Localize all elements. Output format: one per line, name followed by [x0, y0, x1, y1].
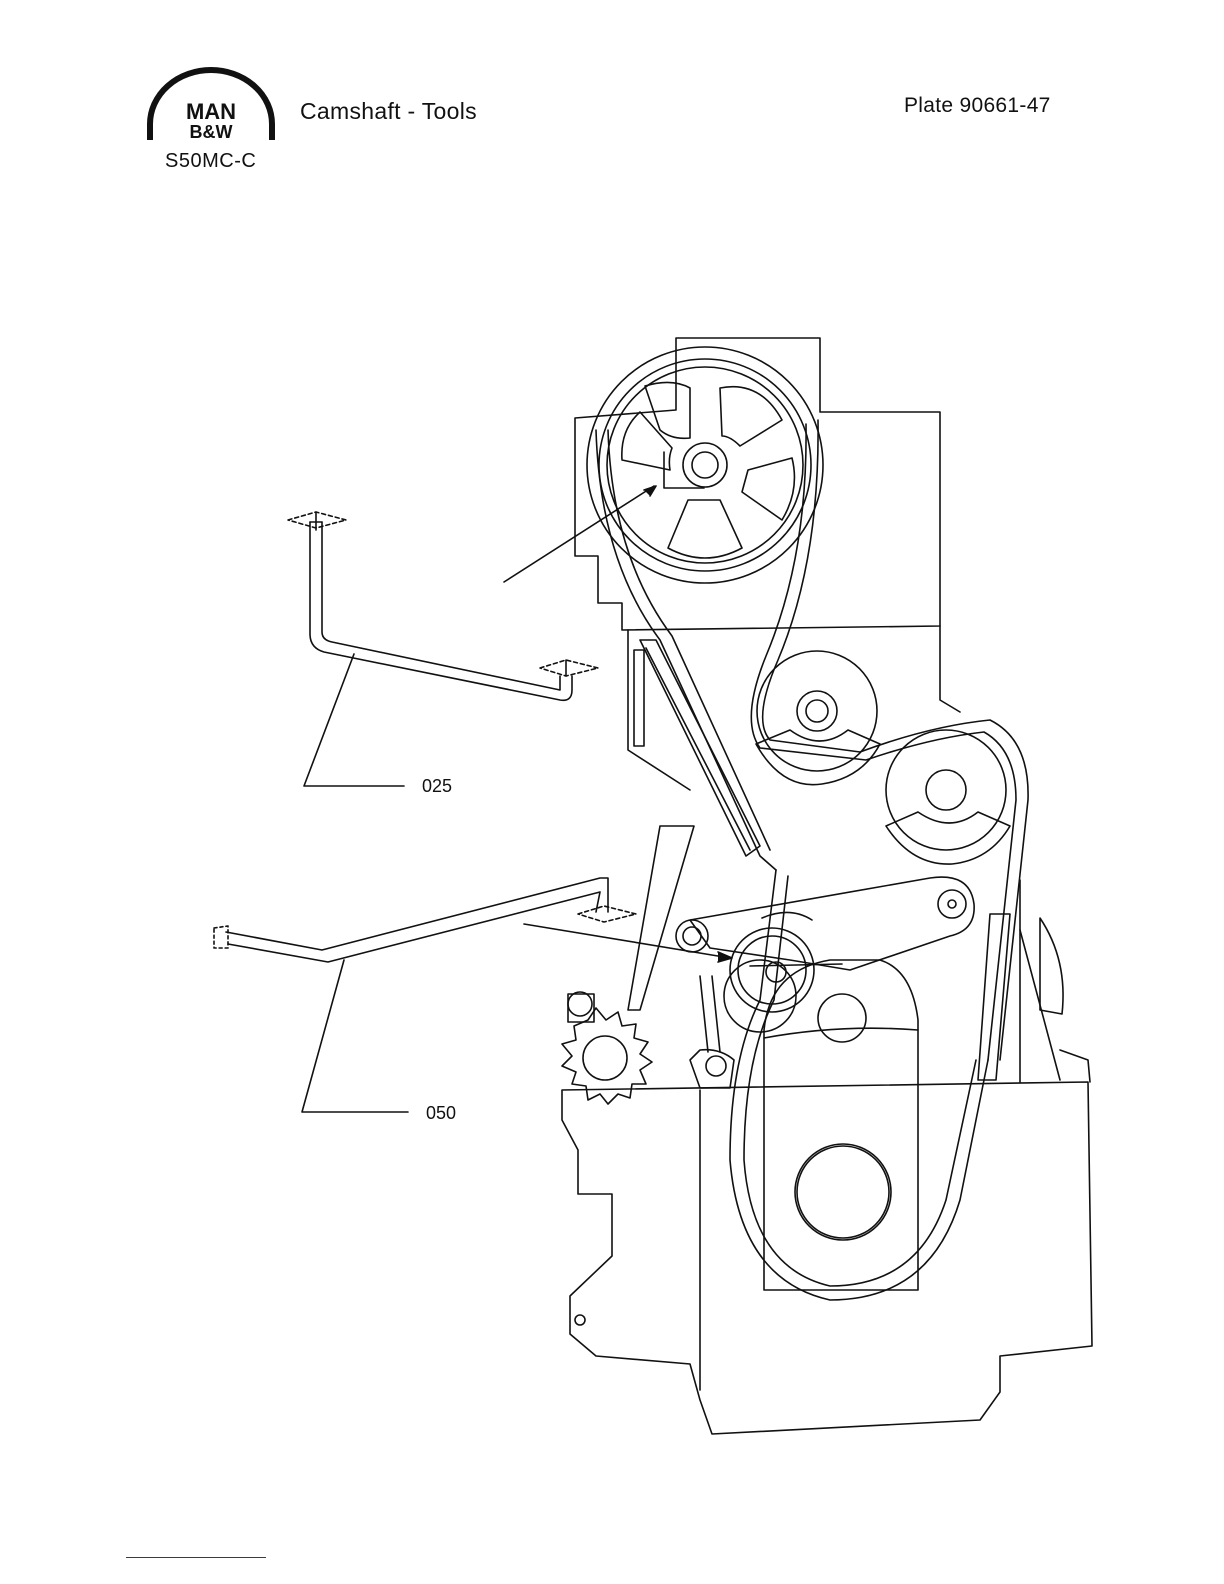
tool-050-bar — [214, 878, 636, 962]
callout-050: 050 — [426, 1103, 456, 1123]
tensioner-assembly — [676, 877, 974, 1088]
camshaft-wheel — [587, 347, 823, 583]
small-sprocket — [562, 992, 652, 1104]
chain-guides — [628, 640, 1063, 1080]
callout-leaders — [302, 654, 408, 1112]
engine-frame — [562, 338, 1092, 1434]
tool-025-bar — [288, 512, 598, 700]
intermediate-wheels — [756, 651, 1010, 864]
footer-rule — [126, 1557, 266, 1558]
callout-025: 025 — [422, 776, 452, 796]
